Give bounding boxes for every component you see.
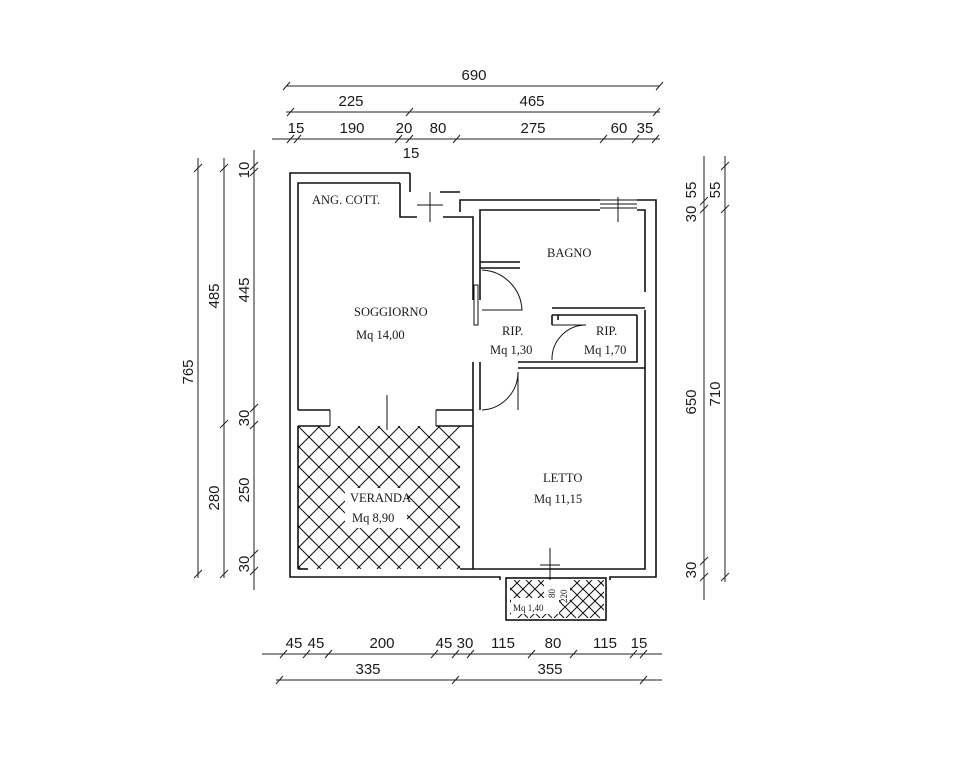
- balcony-label-bg: [511, 598, 559, 614]
- dim-bottom-15: 15: [631, 635, 648, 652]
- room-labels: ANG. COTT. BAGNO SOGGIORNO Mq 14,00 RIP.…: [312, 193, 626, 613]
- dim-bottom-200: 200: [369, 635, 394, 652]
- dim-bottom-45b: 45: [308, 635, 325, 652]
- dim-bottom-335: 335: [355, 661, 380, 678]
- dim-left-30a: 30: [236, 410, 253, 427]
- veranda-label: VERANDA: [350, 491, 411, 505]
- dim-top-275: 275: [520, 120, 545, 137]
- dim-top-225: 225: [338, 93, 363, 110]
- dim-left-10: 10: [236, 162, 253, 179]
- walls: [289, 172, 657, 580]
- living-area: Mq 14,00: [356, 328, 405, 342]
- dim-left-280: 280: [206, 485, 223, 510]
- right-dimensions: 30 55 650 30 55 710: [683, 156, 730, 600]
- windows: [308, 192, 637, 580]
- balcony-dims-bg: [544, 580, 570, 600]
- dim-bottom-45c: 45: [436, 635, 453, 652]
- dim-top-190: 190: [339, 120, 364, 137]
- dim-top-20: 20: [396, 120, 413, 137]
- dim-left-445: 445: [236, 277, 253, 302]
- dim-bottom-355: 355: [537, 661, 562, 678]
- dim-left-total: 765: [180, 359, 197, 384]
- dim-left-30b: 30: [236, 556, 253, 573]
- dim-top-15-sub: 15: [403, 145, 420, 162]
- balcony-dim-80: 80: [547, 589, 557, 599]
- dim-right-55: 55: [707, 182, 724, 199]
- dim-top-465: 465: [519, 93, 544, 110]
- top-dimensions: 690 225 465 15 190 20 80 275 60 35 15: [272, 67, 664, 162]
- dim-top-15: 15: [288, 120, 305, 137]
- dim-bottom-45a: 45: [286, 635, 303, 652]
- balcony-area: Mq 1,40: [513, 603, 544, 613]
- veranda-label-bg: [345, 488, 407, 528]
- dim-right-30-bottom: 30: [683, 562, 700, 579]
- left-dimensions: 765 485 280 10 445 30 250 30: [180, 150, 259, 590]
- bathroom-label: BAGNO: [547, 246, 591, 260]
- kitchen-label: ANG. COTT.: [312, 193, 380, 207]
- dim-top-60: 60: [611, 120, 628, 137]
- dim-bottom-115a: 115: [491, 635, 515, 652]
- dim-left-485: 485: [206, 283, 223, 308]
- dim-bottom-30: 30: [457, 635, 474, 652]
- balcony-dim-220: 220: [559, 589, 569, 603]
- dim-bottom-115b: 115: [593, 635, 617, 652]
- storage2-label: RIP.: [596, 324, 617, 338]
- doors: [481, 269, 587, 411]
- dim-left-250: 250: [236, 477, 253, 502]
- bottom-dimensions: 45 45 200 45 30 115 80 115 15 335 355: [262, 635, 662, 685]
- dim-bottom-80: 80: [545, 635, 562, 652]
- storage2-area: Mq 1,70: [584, 343, 626, 357]
- living-label: SOGGIORNO: [354, 305, 428, 319]
- dim-right-55-inner: 55: [683, 182, 700, 199]
- dim-top-total: 690: [461, 67, 486, 84]
- bedroom-label: LETTO: [543, 471, 582, 485]
- dim-right-710: 710: [707, 381, 724, 406]
- bedroom-area: Mq 11,15: [534, 492, 582, 506]
- dim-right-30-top: 30: [683, 206, 700, 223]
- dim-top-35: 35: [637, 120, 654, 137]
- balcony-outline: [505, 577, 607, 621]
- storage1-area: Mq 1,30: [490, 343, 532, 357]
- veranda-area: Mq 8,90: [352, 511, 394, 525]
- storage1-label: RIP.: [502, 324, 523, 338]
- dim-top-80: 80: [430, 120, 447, 137]
- dim-right-650: 650: [683, 389, 700, 414]
